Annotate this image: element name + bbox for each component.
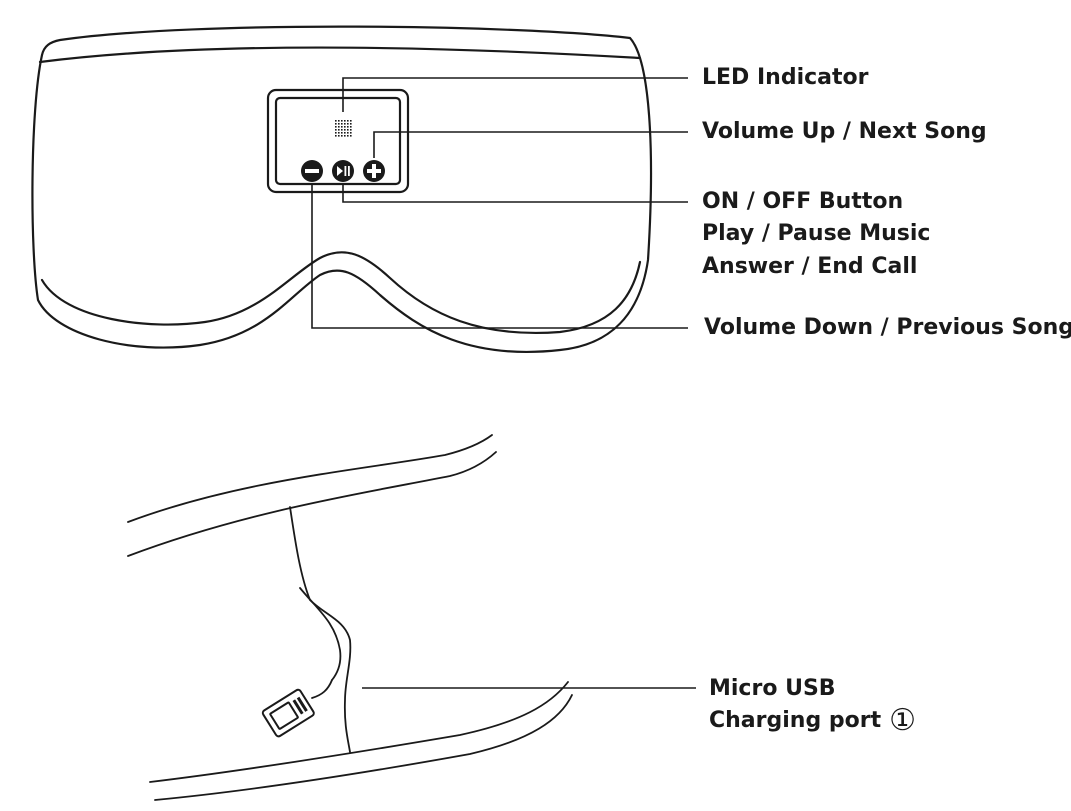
control-panel-outer <box>266 88 410 194</box>
control-panel-inner <box>274 96 402 186</box>
play-pause-button-icon[interactable] <box>332 160 354 182</box>
led-dot <box>344 132 346 134</box>
callout-lines <box>311 77 688 329</box>
mask-side-view <box>127 434 573 801</box>
led-dot <box>341 123 343 125</box>
led-dot <box>350 132 352 134</box>
led-dot <box>350 129 352 131</box>
side-top-curve-2 <box>127 451 497 557</box>
led-dot <box>344 126 346 128</box>
led-dot <box>344 120 346 122</box>
plus-button-icon[interactable] <box>363 160 385 182</box>
usb-cable <box>311 679 333 699</box>
led-dot <box>338 135 340 137</box>
led-dot <box>341 135 343 137</box>
usb-connector-icon <box>261 688 315 738</box>
mask-inner-outline <box>38 46 642 64</box>
label-answer-end: Answer / End Call <box>702 254 918 279</box>
led-dot <box>344 135 346 137</box>
callout-volume-up <box>373 131 688 158</box>
side-bottom-curve-1 <box>149 681 569 783</box>
led-dot <box>350 135 352 137</box>
led-dot <box>335 132 337 134</box>
led-dot <box>335 123 337 125</box>
led-dot <box>335 129 337 131</box>
label-charging-port: Charging port ① <box>709 704 916 737</box>
label-volume-down: Volume Down / Previous Song <box>704 315 1071 340</box>
led-dot <box>341 120 343 122</box>
led-dot <box>347 132 349 134</box>
led-dot <box>335 135 337 137</box>
led-dot <box>341 132 343 134</box>
sleep-mask-front <box>31 25 653 354</box>
led-dot <box>338 132 340 134</box>
port-number-badge: ① <box>889 703 916 738</box>
side-top-curve-1 <box>127 434 493 523</box>
callout-on-off <box>342 184 688 203</box>
led-dot <box>347 126 349 128</box>
led-dot <box>338 129 340 131</box>
label-micro-usb: Micro USB <box>709 676 836 701</box>
led-dot <box>338 126 340 128</box>
led-dot <box>344 129 346 131</box>
label-charging-port-text: Charging port <box>709 708 882 733</box>
led-dot <box>338 120 340 122</box>
callout-volume-down <box>311 184 688 329</box>
callout-led <box>342 77 688 112</box>
side-bottom-curve-2 <box>154 694 573 801</box>
led-dot <box>341 129 343 131</box>
side-strap-inner <box>299 587 342 681</box>
led-dot <box>335 120 337 122</box>
led-dot <box>350 120 352 122</box>
led-dot <box>350 123 352 125</box>
led-dot <box>335 126 337 128</box>
led-dot-matrix-icon <box>335 120 352 137</box>
led-dot <box>347 129 349 131</box>
label-on-off: ON / OFF Button <box>702 189 904 214</box>
mask-outer-outline <box>31 25 653 354</box>
mask-bottom-rim <box>40 251 642 334</box>
minus-button-icon[interactable] <box>301 160 323 182</box>
label-led-indicator: LED Indicator <box>702 65 869 90</box>
led-dot <box>347 123 349 125</box>
led-dot <box>341 126 343 128</box>
led-dot <box>350 126 352 128</box>
led-dot <box>338 123 340 125</box>
led-dot <box>344 123 346 125</box>
label-volume-up: Volume Up / Next Song <box>702 119 987 144</box>
led-dot <box>347 120 349 122</box>
label-play-pause: Play / Pause Music <box>702 221 931 246</box>
side-strap-edge <box>289 506 352 753</box>
led-dot <box>347 135 349 137</box>
